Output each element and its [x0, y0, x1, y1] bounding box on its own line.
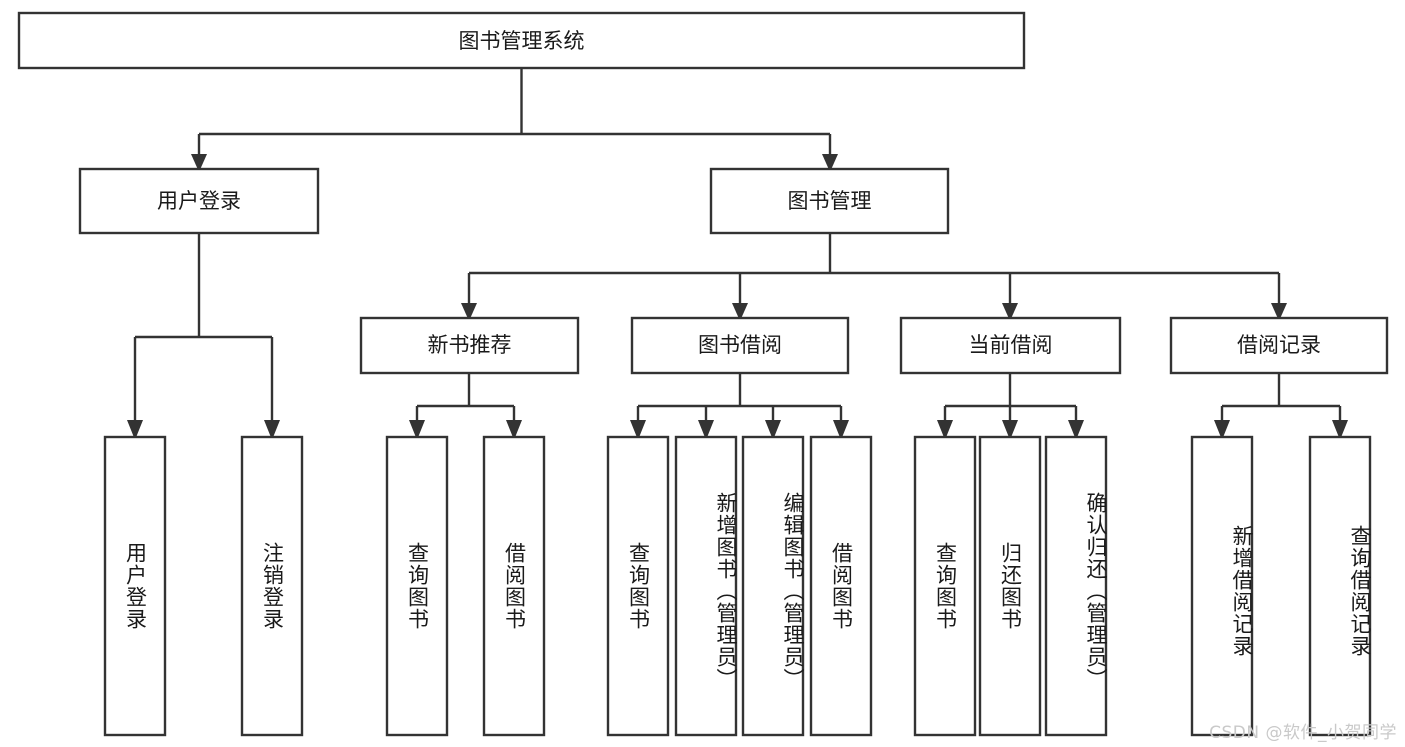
leaf-node-注销登录[interactable]	[240, 435, 304, 737]
arrow-icon	[698, 420, 714, 440]
leaf-node-归还图书[interactable]	[978, 435, 1042, 737]
arrow-icon	[409, 420, 425, 440]
watermark-csdn: CSDN @软件_小贺同学	[1209, 723, 1397, 743]
leaf-node-查询图书[interactable]	[385, 435, 449, 737]
node-borrowing-record-label: 借阅记录	[1237, 333, 1321, 357]
arrow-icon	[1271, 303, 1287, 321]
leaf-node-新增借阅记录[interactable]	[1190, 435, 1254, 737]
arrow-icon	[1002, 303, 1018, 321]
node-root-book-management-system[interactable]	[17, 11, 1026, 70]
node-book-borrowing-label: 图书借阅	[698, 333, 782, 357]
arrow-icon	[822, 154, 838, 172]
arrow-icon	[191, 154, 207, 172]
node-current-borrowing[interactable]	[899, 316, 1122, 375]
arrow-icon	[127, 420, 143, 440]
node-current-borrowing-label: 当前借阅	[969, 333, 1053, 357]
leaf-node-编辑图书管理员[interactable]	[741, 435, 805, 737]
arrow-icon	[732, 303, 748, 321]
arrow-icon	[461, 303, 477, 321]
arrow-icon	[630, 420, 646, 440]
arrowhead-layer	[127, 154, 1348, 440]
arrow-icon	[833, 420, 849, 440]
leaf-node-借阅图书[interactable]	[482, 435, 546, 737]
leaf-node-用户登录[interactable]	[103, 435, 167, 737]
leaf-node-借阅图书[interactable]	[809, 435, 873, 737]
arrow-icon	[1068, 420, 1084, 440]
arrow-icon	[264, 420, 280, 440]
leaf-node-查询借阅记录[interactable]	[1308, 435, 1372, 737]
leaf-node-查询图书[interactable]	[913, 435, 977, 737]
arrow-icon	[1002, 420, 1018, 440]
node-root-label: 图书管理系统	[459, 29, 585, 53]
leaf-node-新增图书管理员[interactable]	[674, 435, 738, 737]
node-book-borrowing[interactable]	[630, 316, 850, 375]
arrow-icon	[506, 420, 522, 440]
leaf-node-查询图书[interactable]	[606, 435, 670, 737]
leaf-node-确认归还管理员[interactable]	[1044, 435, 1108, 737]
leaf-box-layer	[103, 435, 1372, 737]
arrow-icon	[765, 420, 781, 440]
arrow-icon	[1214, 420, 1230, 440]
node-box-layer: 图书管理系统 用户登录 图书管理 新书推荐 图书借阅 当前借阅 借阅记录	[17, 11, 1389, 375]
node-new-book-recommendation-label: 新书推荐	[428, 333, 512, 357]
node-new-book-recommendation[interactable]	[359, 316, 580, 375]
node-book-management-label: 图书管理	[788, 189, 872, 213]
arrow-icon	[1332, 420, 1348, 440]
node-book-management[interactable]	[709, 167, 950, 235]
arrow-icon	[937, 420, 953, 440]
node-borrowing-record[interactable]	[1169, 316, 1389, 375]
node-user-login-label: 用户登录	[157, 189, 241, 213]
node-user-login[interactable]	[78, 167, 320, 235]
